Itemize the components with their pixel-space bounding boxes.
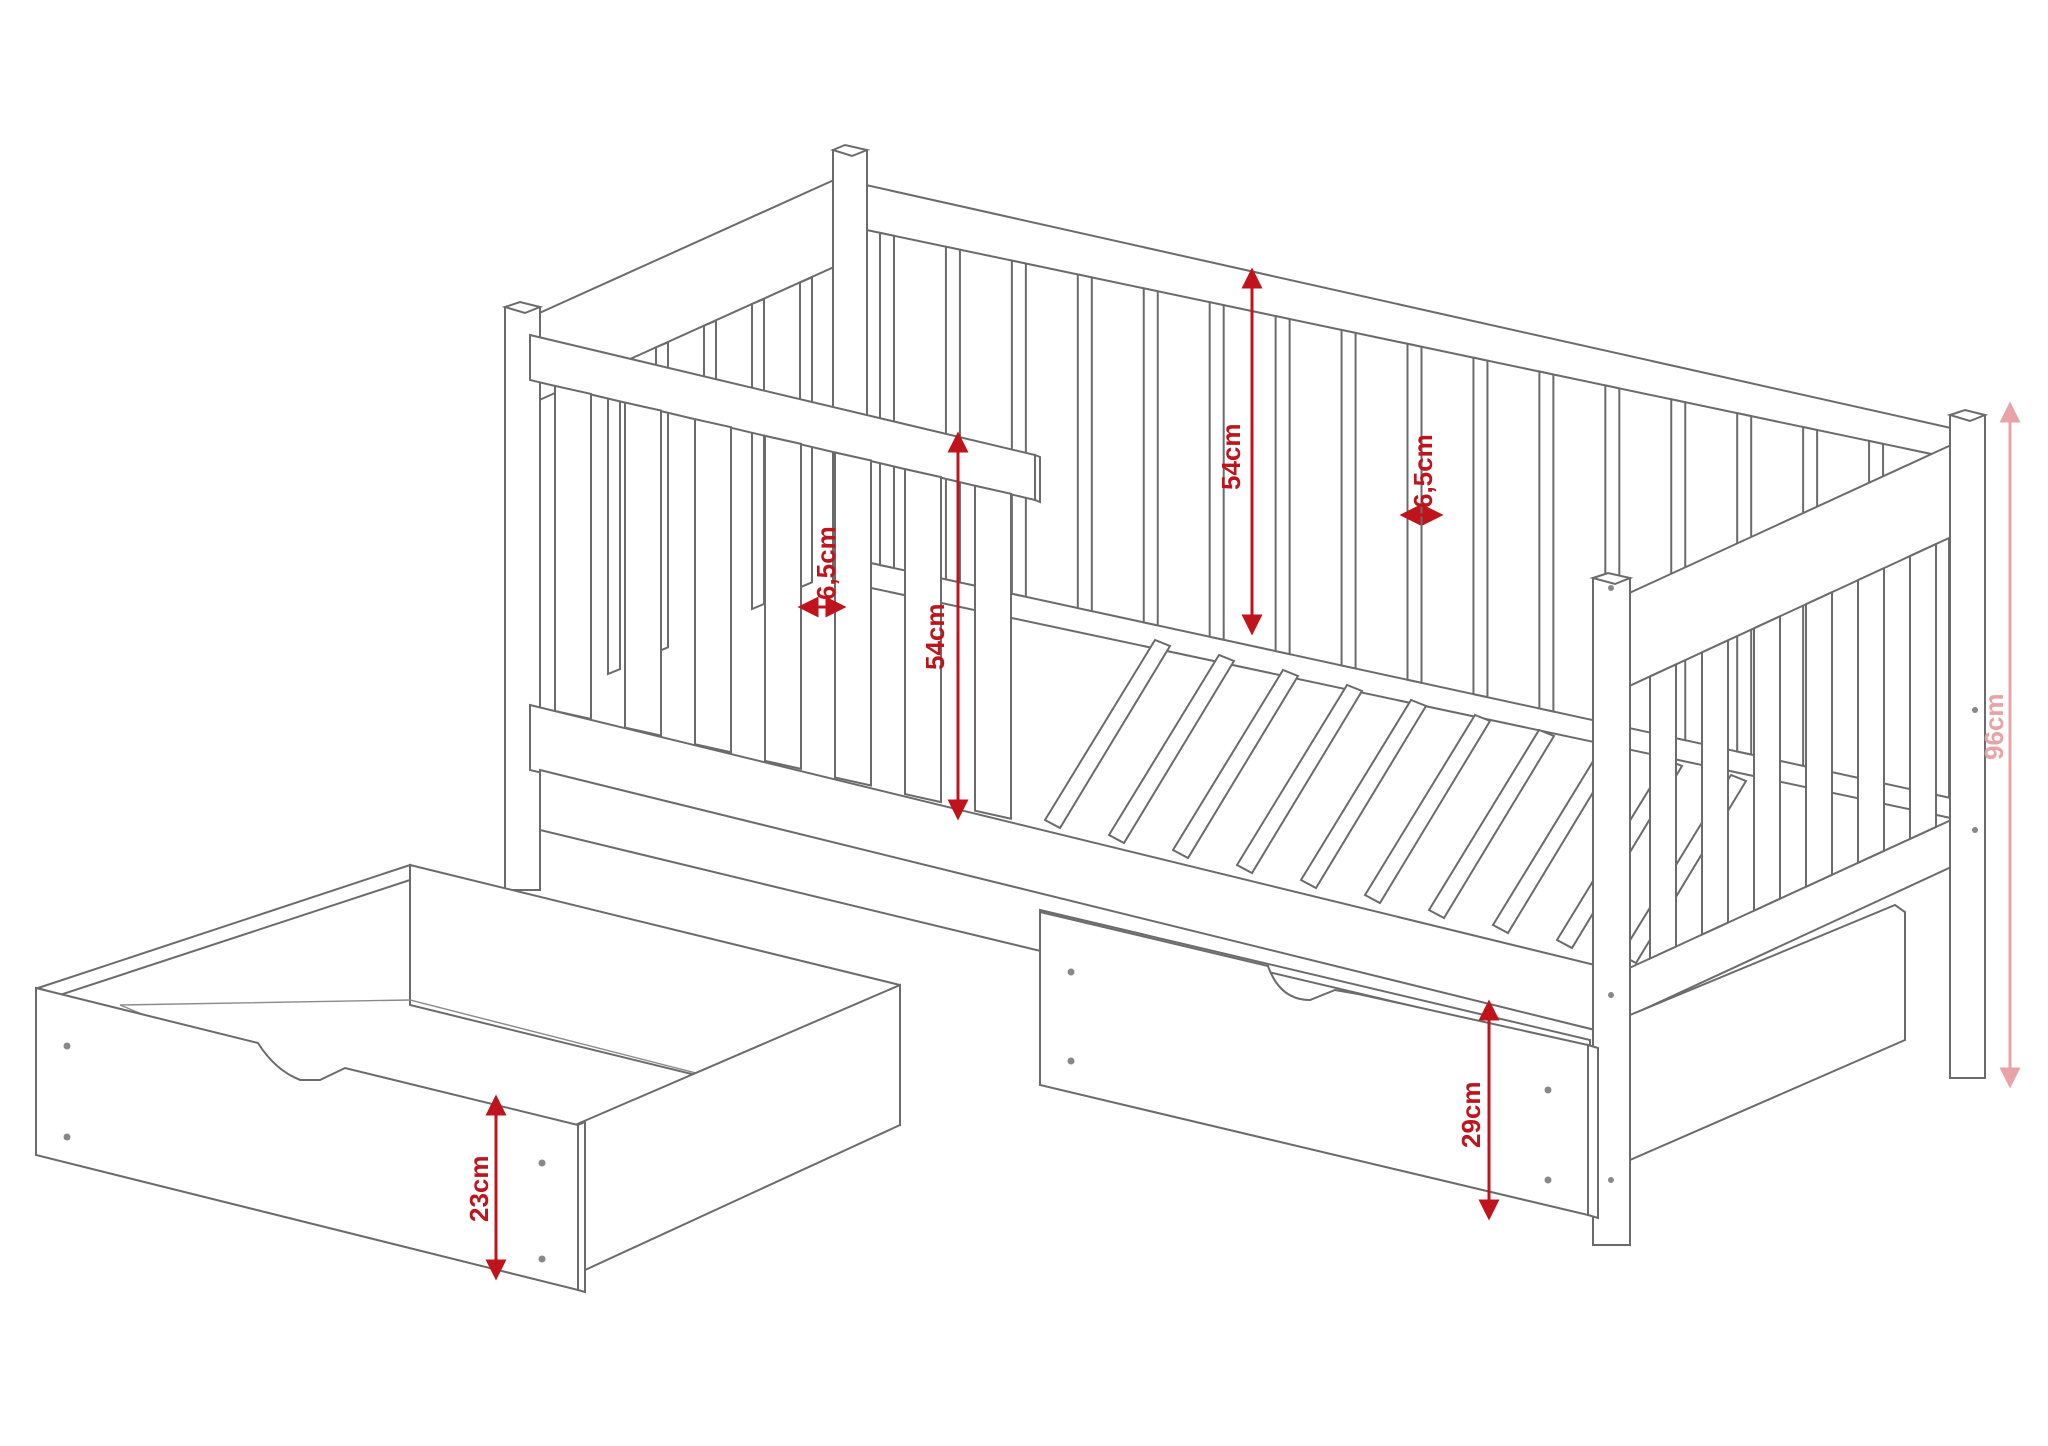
back-slat: [1274, 314, 1291, 656]
total-height-label: 96cm: [1979, 694, 2009, 761]
drawer-screw: [1544, 1086, 1552, 1094]
footboard-slat: [1805, 590, 1833, 889]
back-slat: [879, 231, 895, 570]
mattress-slat: [1427, 728, 1556, 920]
under-bed-back-panel: [1629, 903, 1906, 1162]
footboard-slat: [1649, 662, 1677, 961]
front-guard-slat: [554, 384, 592, 721]
front-left-post: [504, 306, 541, 891]
drawer-screw: [63, 1133, 71, 1141]
dimension-lines: 54cm 54cm 6,5cm 6,5cm 96cm 29cm 23cm: [464, 267, 2021, 1281]
front-guard-slat: [764, 434, 802, 771]
front-gap-label: 6,5cm: [811, 526, 841, 600]
front-guard-rail-end: [1034, 453, 1041, 504]
back-gap-label: 6,5cm: [1408, 434, 1438, 508]
back-slat: [1142, 287, 1159, 627]
front-height-label: 54cm: [920, 604, 950, 671]
screw-dot: [1608, 1177, 1614, 1183]
back-left-post-cap: [830, 143, 871, 158]
bed-frame: [501, 143, 1989, 1246]
headboard-slat: [607, 362, 621, 676]
left-drawer: [34, 863, 901, 1294]
mattress-slat: [1107, 653, 1236, 845]
front-guard-slats: [554, 384, 1012, 820]
screw-dot: [1608, 992, 1614, 998]
drawer-screw: [1067, 968, 1075, 976]
right-drawer-side: [1587, 1043, 1599, 1220]
mattress-slat: [1171, 668, 1300, 860]
front-guard-slat: [624, 401, 662, 737]
front-guard-slat: [974, 484, 1012, 820]
back-height-label: 54cm: [1216, 424, 1246, 491]
front-guard-slat: [904, 467, 942, 804]
back-slat: [1076, 273, 1093, 613]
back-slat: [1406, 342, 1423, 685]
left-drawer-height-label: 23cm: [464, 1156, 494, 1223]
screw-dot: [1608, 585, 1614, 591]
left-drawer-front-edge: [577, 1120, 586, 1294]
drawer-screw: [538, 1255, 546, 1263]
screw-dot: [1972, 707, 1978, 713]
footboard-slat: [1857, 566, 1885, 865]
front-left-post-cap: [501, 300, 544, 315]
back-slat: [1208, 300, 1225, 641]
back-right-post-cap: [1946, 408, 1989, 423]
right-drawer-height-label: 29cm: [1456, 1082, 1486, 1149]
back-slat: [1538, 370, 1555, 713]
screw-dot: [1972, 827, 1978, 833]
back-slat: [1010, 259, 1027, 598]
footboard-slat: [1701, 638, 1729, 937]
back-slat: [1472, 356, 1489, 699]
footboard-slat: [1753, 614, 1781, 913]
mattress-slat: [1299, 698, 1428, 890]
right-drawer: [1039, 908, 1599, 1220]
mattress-slat: [1043, 638, 1172, 830]
drawer-screw: [538, 1159, 546, 1167]
headboard-slat: [751, 297, 765, 611]
front-guard-slat: [694, 417, 732, 754]
front-guard-slat: [834, 451, 872, 787]
drawer-screw: [1544, 1176, 1552, 1184]
drawer-screw: [1067, 1057, 1075, 1065]
footboard-slat: [1909, 542, 1937, 841]
mattress-slat: [1363, 713, 1492, 905]
footboard-slats: [1649, 542, 1937, 961]
front-right-post-cap: [1589, 571, 1634, 586]
left-drawer-left-side: [34, 863, 411, 997]
mattress-slat: [1235, 683, 1364, 875]
back-slat: [1340, 328, 1357, 670]
drawer-screw: [63, 1042, 71, 1050]
